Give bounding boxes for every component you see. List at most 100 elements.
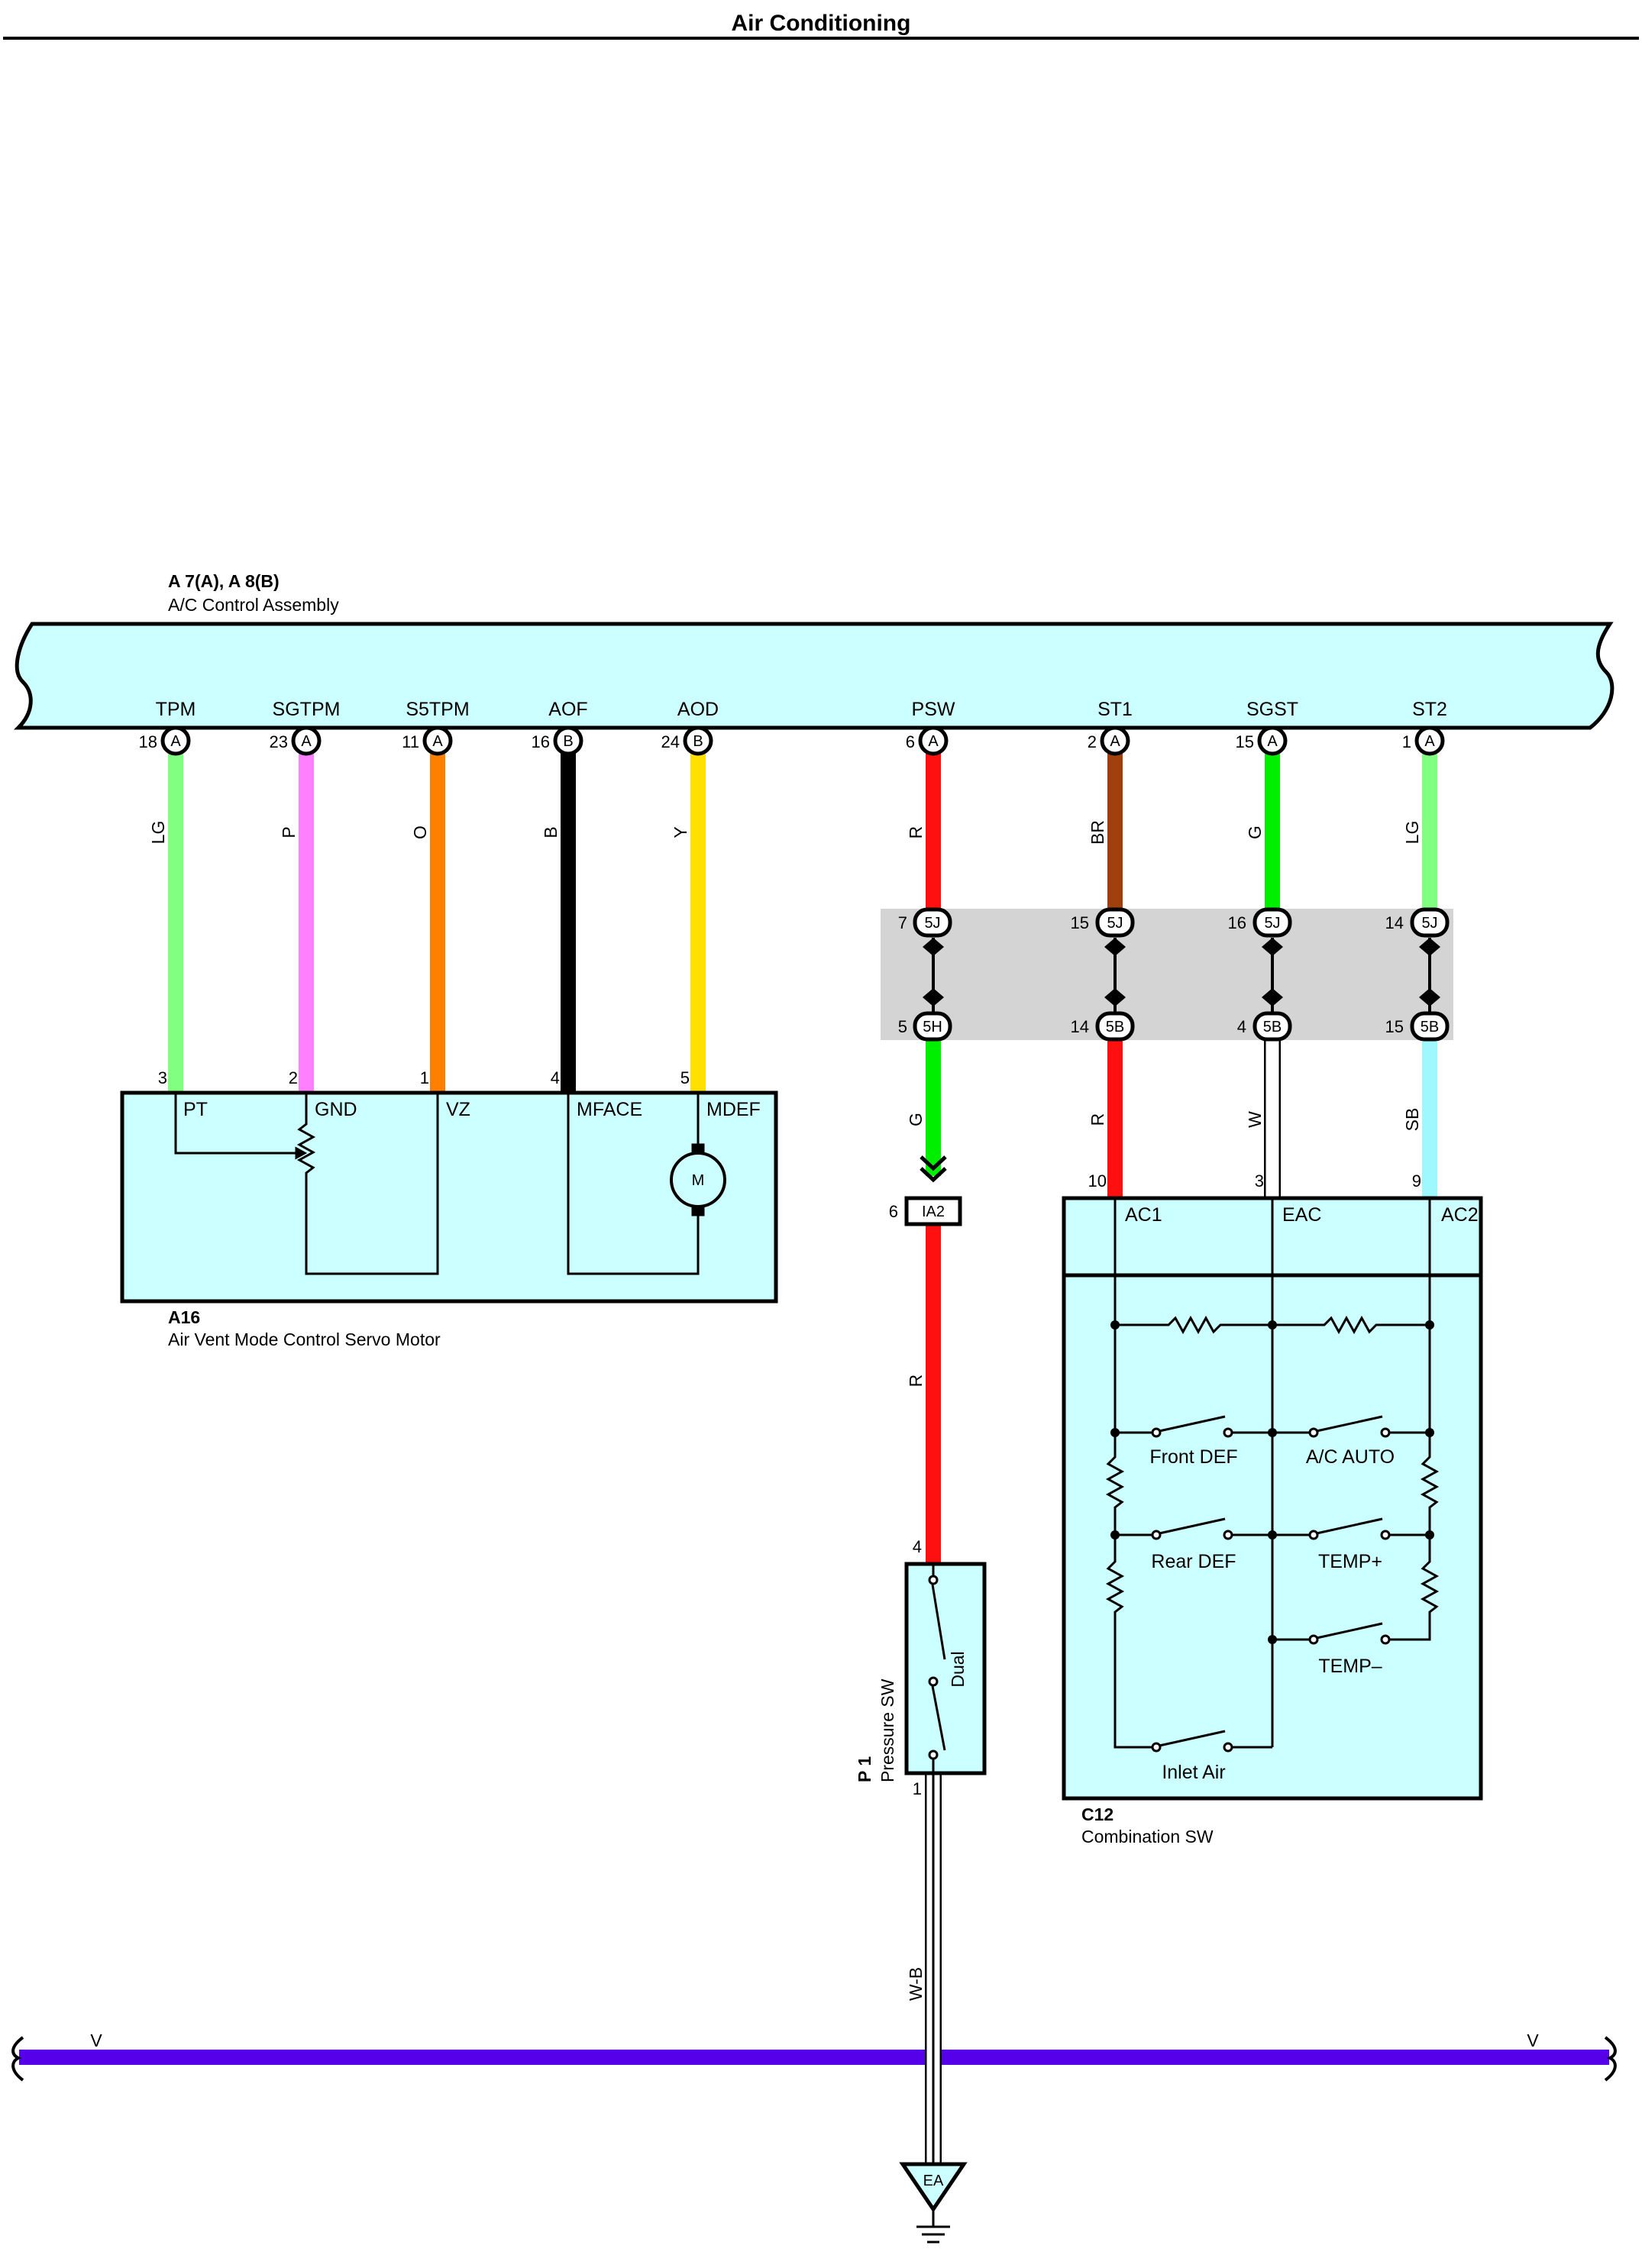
ground-symbol: EA (899, 2162, 968, 2244)
terminal-label-aod: AOD (677, 699, 719, 720)
bus-right-break (1604, 2036, 1617, 2082)
terminal-s5tpm: A 11 (402, 725, 453, 756)
terminal-pin-sgtpm: 23 (270, 732, 288, 751)
wire-label-lg: LG (148, 821, 168, 845)
pressure-pin-top: 4 (913, 1537, 922, 1556)
jb-top-pin-4: 14 (1385, 913, 1404, 932)
servo-pin-label-vz: VZ (446, 1099, 470, 1120)
servo-motor-body (120, 1090, 778, 1304)
terminal-aod: B 24 (661, 725, 713, 756)
ia2-connector: IA2 6 (889, 1155, 962, 1226)
terminal-conn-sgst: A (1267, 733, 1278, 750)
bus-left-break (11, 2036, 24, 2082)
jb-bottom-code-3: 5B (1263, 1019, 1282, 1035)
jb-bottom-code-1: 5H (923, 1019, 942, 1035)
pressure-pin-bottom: 1 (913, 1779, 922, 1798)
servo-pin-num-gnd: 2 (289, 1068, 298, 1087)
terminal-pin-st1: 2 (1088, 732, 1097, 751)
combination-pin-labels: AC1 EAC AC2 (1125, 1204, 1479, 1226)
wire-label-psw-lower-r: R (906, 1375, 926, 1388)
wire-label-p: P (279, 826, 299, 838)
pressure-switch-name: Pressure SW (878, 1678, 897, 1782)
jb-top-pin-2: 15 (1071, 913, 1089, 932)
terminal-pin-aod: 24 (661, 732, 680, 751)
wire-label-lower-w: W (1245, 1111, 1265, 1128)
servo-name: Air Vent Mode Control Servo Motor (168, 1329, 441, 1349)
comb-pin-num-ac1: 10 (1088, 1171, 1107, 1191)
wire-label-lower-r: R (1088, 1113, 1107, 1126)
pressure-switch-id: P 1 (855, 1756, 874, 1782)
servo-internal-circuit (174, 1093, 705, 1275)
wire-label-b: B (541, 826, 561, 838)
jb-top-pin-1: 7 (898, 913, 907, 932)
switch-label-ac-auto: A/C AUTO (1306, 1446, 1395, 1468)
terminal-sgst: A 15 (1236, 725, 1288, 756)
terminal-aof: B 16 (532, 725, 583, 756)
switch-label-temp-plus: TEMP+ (1318, 1551, 1382, 1572)
ac-control-id: A 7(A), A 8(B) (168, 571, 280, 591)
jb-bottom-code-2: 5B (1106, 1019, 1124, 1035)
terminal-conn-aof: B (563, 733, 573, 750)
servo-pin-num-vz: 1 (420, 1068, 429, 1087)
servo-pin-label-gnd: GND (315, 1099, 357, 1120)
wire-label-o: O (410, 825, 430, 839)
servo-pin-numbers: 3 2 1 4 5 (158, 1068, 690, 1087)
servo-pin-num-mdef: 5 (680, 1068, 690, 1087)
terminal-label-sgtpm: SGTPM (273, 699, 341, 720)
combination-pin-numbers: 10 3 9 (1088, 1171, 1421, 1191)
junction-col-4: 5J 14 5B 15 (1385, 907, 1450, 1042)
ac-control-body (13, 622, 1615, 730)
junction-col-1: 5J 7 5H 5 (898, 907, 952, 1042)
terminal-conn-s5tpm: A (432, 733, 443, 750)
motor-icon (670, 1152, 726, 1208)
wire-label-r: R (906, 826, 926, 839)
comb-pin-num-eac: 3 (1255, 1171, 1264, 1191)
ac-terminal-connectors: A 18 A 23 A 11 B 16 B 24 A 6 (139, 725, 1445, 756)
terminal-st2: A 1 (1402, 725, 1445, 756)
ac-terminal-labels: TPM SGTPM S5TPM AOF AOD PSW ST1 SGST ST2 (156, 699, 1447, 720)
servo-pin-labels: PT GND VZ MFACE MDEF (183, 1099, 761, 1120)
ia2-pin: 6 (889, 1202, 898, 1221)
wire-label-g: G (1245, 825, 1265, 839)
wire-label-y: Y (671, 826, 690, 838)
combination-switch-name: Combination SW (1081, 1827, 1214, 1846)
terminal-tpm: A 18 (139, 725, 191, 756)
terminal-conn-tpm: A (170, 733, 181, 750)
bus-label-left: V (90, 2031, 102, 2050)
jb-bottom-code-4: 5B (1421, 1019, 1439, 1035)
terminal-psw: A 6 (906, 725, 949, 756)
wire-label-br: BR (1088, 820, 1107, 845)
jb-top-code-1: 5J (924, 915, 940, 932)
terminal-conn-sgtpm: A (301, 733, 312, 750)
terminal-label-st2: ST2 (1412, 699, 1447, 720)
terminal-label-sgst: SGST (1246, 699, 1298, 720)
jb-top-code-4: 5J (1421, 915, 1437, 932)
wire-label-lower-g: G (906, 1113, 926, 1126)
servo-pin-label-mface: MFACE (577, 1099, 642, 1120)
terminal-conn-st2: A (1424, 733, 1435, 750)
switch-label-rear-def: Rear DEF (1151, 1551, 1236, 1572)
junction-col-2: 5J 15 5B 14 (1071, 907, 1135, 1042)
junction-col-3: 5J 16 5B 4 (1228, 907, 1292, 1042)
pressure-switch-body (904, 1562, 987, 1775)
servo-pin-label-pt: PT (183, 1099, 208, 1120)
jb-bottom-pin-1: 5 (898, 1017, 907, 1036)
page-title: Air Conditioning (732, 11, 911, 36)
junction-connectors: 5J 7 5H 5 5J 15 5B 14 5J 16 (898, 907, 1450, 1042)
ac-control-name: A/C Control Assembly (168, 595, 339, 615)
terminal-st1: A 2 (1088, 725, 1130, 756)
wire-label-lower-sb: SB (1402, 1108, 1422, 1132)
motor-symbol: M (692, 1172, 705, 1189)
terminal-label-tpm: TPM (156, 699, 196, 720)
comb-pin-num-ac2: 9 (1412, 1171, 1421, 1191)
combination-contacts (1151, 1427, 1391, 1753)
jb-top-code-2: 5J (1107, 915, 1123, 932)
terminal-conn-psw: A (928, 733, 939, 750)
combination-switch-id: C12 (1081, 1804, 1114, 1824)
servo-pin-label-mdef: MDEF (706, 1099, 761, 1120)
ia2-code: IA2 (922, 1203, 945, 1220)
terminal-label-aof: AOF (548, 699, 587, 720)
combination-junction-dots (1110, 1320, 1434, 1644)
terminal-sgtpm: A 23 (270, 725, 322, 756)
comb-pin-label-eac: EAC (1282, 1204, 1321, 1226)
